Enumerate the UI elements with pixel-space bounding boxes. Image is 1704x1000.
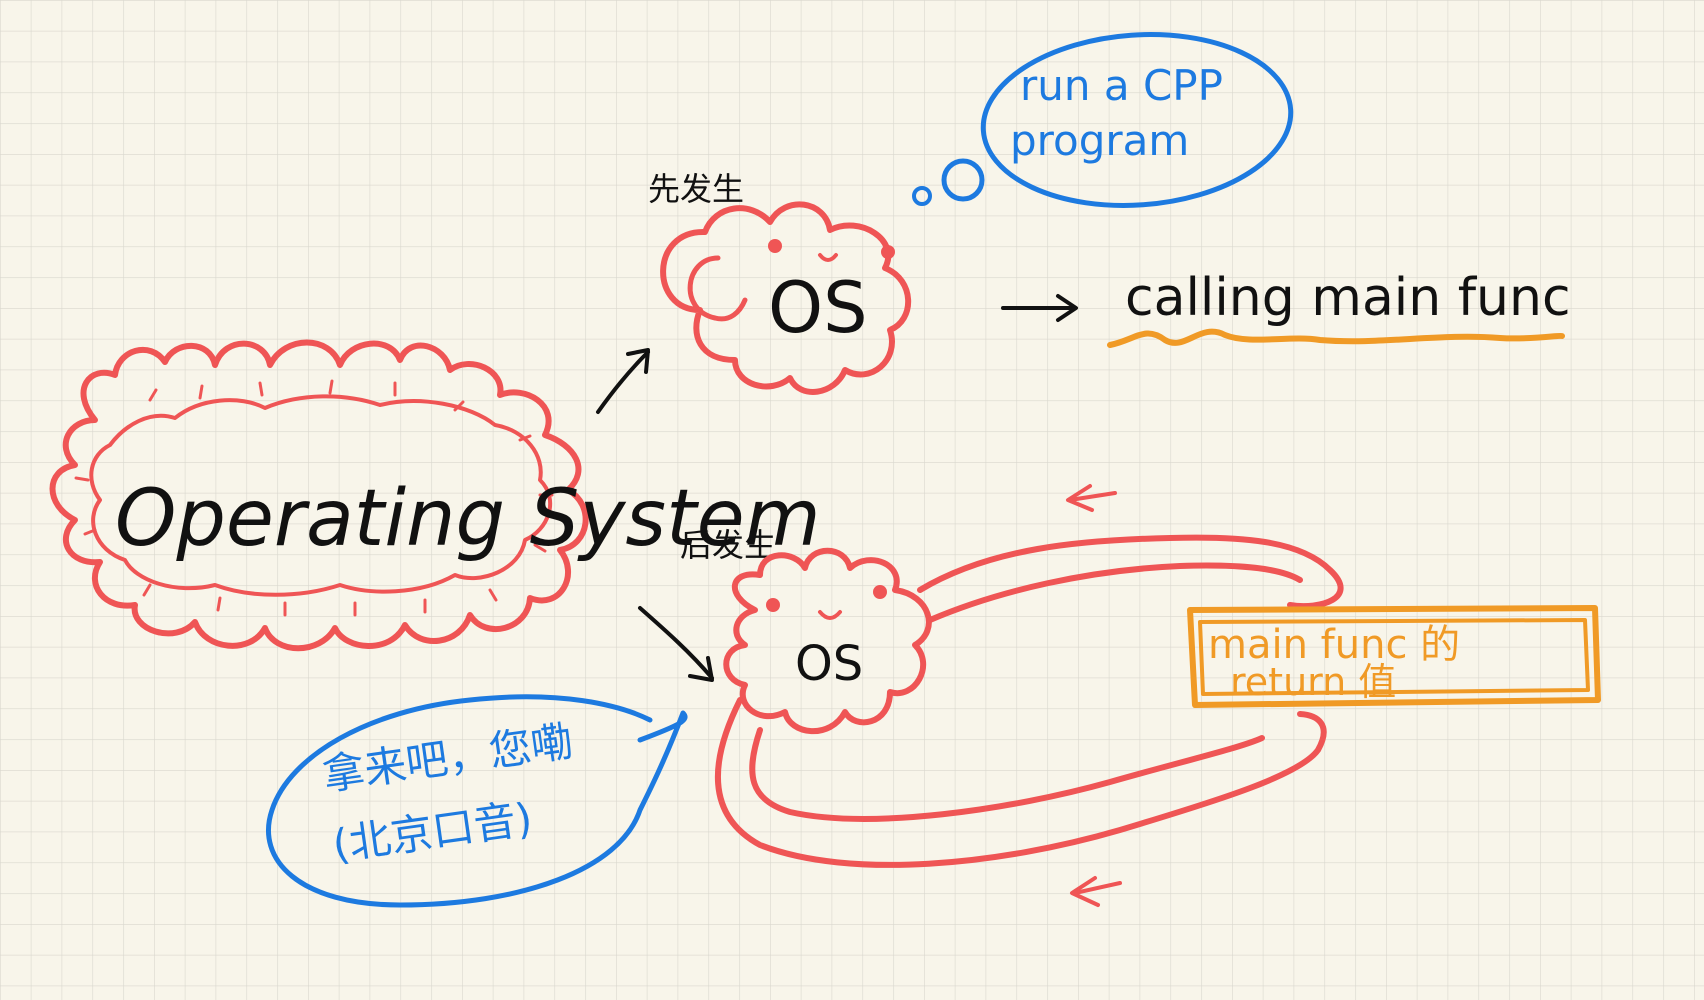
bottom-os-smile [818,610,842,620]
top-os-eye-left [768,239,782,253]
os-cloud-inner-ring [89,394,552,597]
red-arrow-lower [1070,876,1122,907]
thought-line-1: run a CPP [1020,61,1223,110]
top-os-cloud [660,201,912,395]
operating-system-cloud [49,339,589,652]
thought-dot-small [912,186,932,206]
top-os-outline [660,201,912,395]
red-arrow-upper [1066,484,1117,512]
bottom-os-eye-left [766,598,780,612]
top-os-inner-loop [687,255,748,322]
return-loop-lower-inner [749,727,1265,822]
top-os-label: OS [768,267,868,349]
return-loop-outer-2 [927,562,1303,623]
thought-dot-large [941,158,985,202]
return-box-inner [1198,618,1590,696]
return-box-line-2: return 值 [1230,660,1396,704]
return-loop-lower-outer [714,697,1327,868]
bottom-os-label: OS [795,636,863,692]
bottom-os-outline [723,547,932,735]
thought-bubble [912,32,1294,208]
arrow-to-top-os [596,348,650,414]
return-box-line-1: main func 的 [1208,622,1460,668]
arrow-to-calling [1001,294,1078,322]
return-box-outer [1187,605,1601,708]
calling-main-func-text: calling main func [1125,268,1571,328]
thought-bubble-ellipse [980,32,1294,208]
os-cloud-ticks [74,379,554,617]
return-value-box [1187,605,1601,708]
os-cloud-label: Operating System [115,474,821,564]
thought-line-2: program [1010,116,1189,165]
bottom-os-caption: 后发生 [680,526,776,564]
calling-underline [1107,328,1565,348]
arrow-to-bottom-os [638,606,714,682]
bottom-os-eye-right [873,585,887,599]
return-loop-outer [917,534,1344,610]
top-os-smile [818,253,838,262]
top-os-caption: 先发生 [648,170,744,208]
bottom-os-cloud [723,547,932,735]
speech-bubble-outline [265,694,688,908]
top-os-eye-right [881,245,895,259]
return-loop [714,534,1344,868]
speech-bubble [265,694,688,908]
os-cloud-outline [49,339,589,652]
